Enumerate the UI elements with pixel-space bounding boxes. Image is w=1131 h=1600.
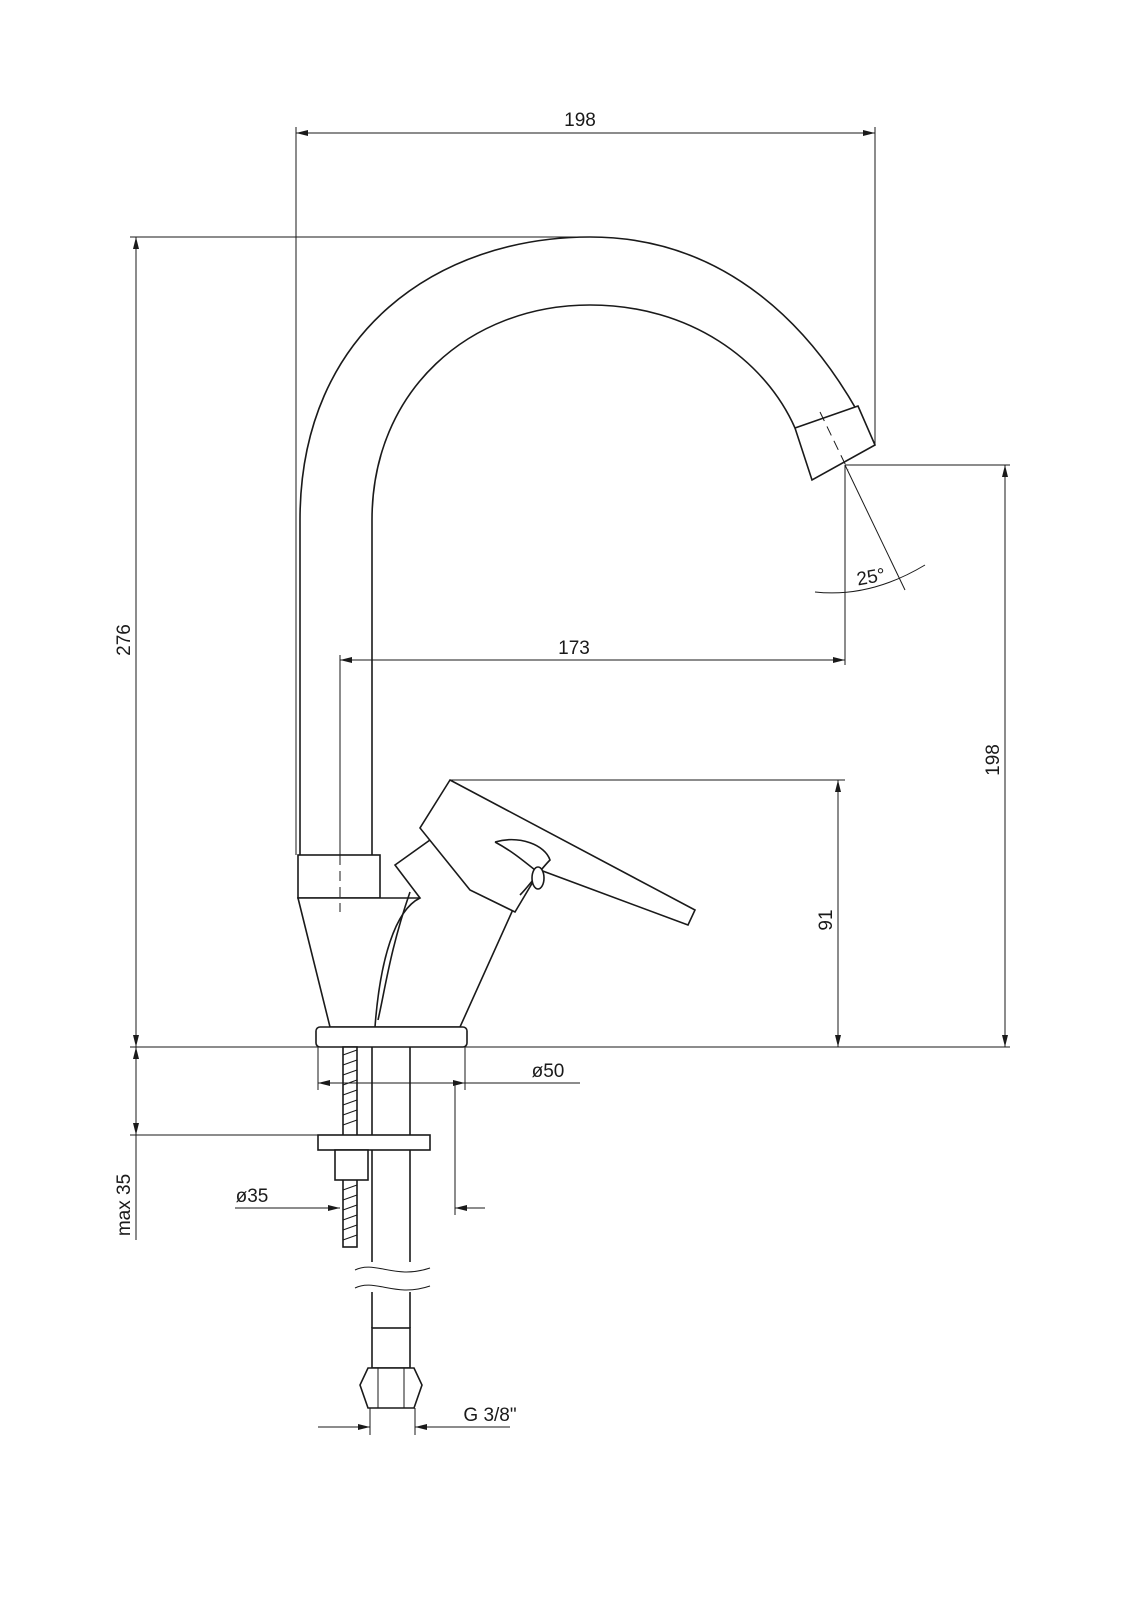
label-outlet-height: 198 [983, 744, 1004, 776]
nozzle-centerline [819, 411, 849, 471]
lever-handle [419, 778, 697, 927]
mounting-washer [317, 1134, 431, 1151]
mounting-nut [334, 1149, 369, 1181]
label-base-diameter: ø50 [532, 1061, 565, 1082]
label-connection-thread: G 3/8" [463, 1405, 516, 1426]
dim-arc-spout-angle [814, 564, 926, 594]
hose-ferrule [371, 1327, 411, 1369]
housing-inner-curve [377, 891, 411, 1021]
label-total-height: 276 [114, 624, 135, 656]
faucet-body [296, 236, 877, 1048]
mounting-assembly [317, 1046, 431, 1409]
dimension-labels: 198 276 173 25° 198 91 ø50 max 35 ø35 G … [114, 110, 1004, 1426]
hose-break-symbol [354, 1266, 431, 1291]
dimension-lines [130, 127, 1010, 1435]
connection-nut [359, 1367, 423, 1409]
label-max-countertop: max 35 [114, 1174, 135, 1236]
lever-pivot [531, 866, 545, 890]
label-spout-angle: 25° [855, 565, 887, 591]
label-hole-diameter: ø35 [236, 1186, 269, 1207]
label-spout-reach: 173 [558, 638, 590, 659]
spout-outer-edge [299, 236, 876, 855]
spout-collar [297, 854, 381, 899]
label-lever-height: 91 [816, 909, 837, 930]
base-plate [315, 1026, 468, 1048]
spout-inner-edge [371, 304, 796, 855]
label-total-width: 198 [564, 110, 596, 131]
lever-grip-cutout [494, 838, 551, 896]
